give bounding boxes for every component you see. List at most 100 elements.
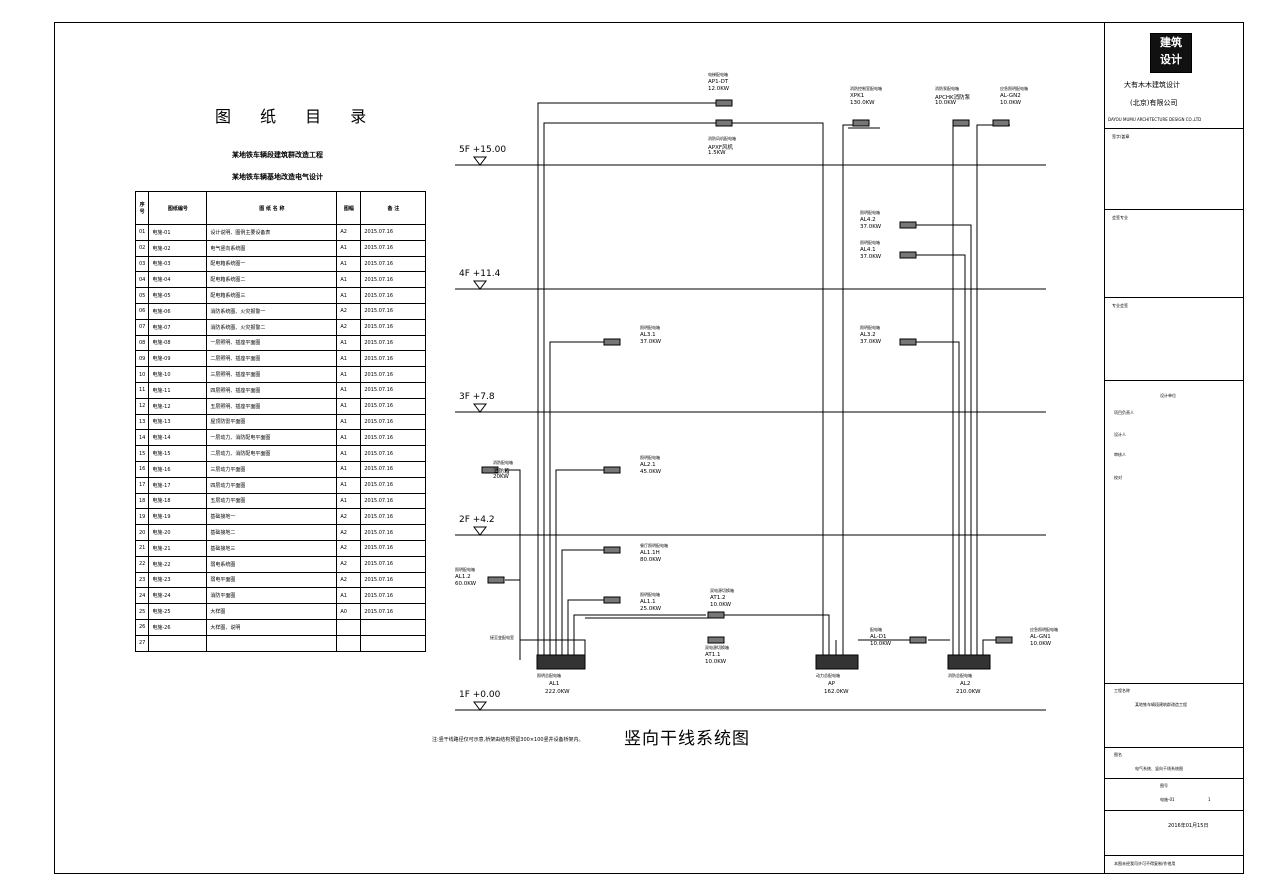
board-name: AL-GN2 (1000, 93, 1021, 99)
breaker-box (852, 119, 870, 127)
main-panel (536, 654, 586, 670)
elevation-marker-icon (473, 701, 487, 711)
board-name: AL2.1 (640, 462, 656, 468)
board-name: AL3.1 (640, 332, 656, 338)
tb-project: 某地铁车辆段建筑群改造工程 (1135, 702, 1187, 707)
board-caption: 应急照明配电箱 (1030, 627, 1058, 632)
board-name: AL4.1 (860, 247, 876, 253)
table-cell: 18 (134, 492, 150, 510)
board-power: 37.0KW (860, 224, 882, 230)
board-caption: 消防控制室配电箱 (850, 86, 882, 91)
index-title: 图 纸 目 录 (215, 107, 379, 126)
breaker-box (715, 99, 733, 107)
main-panel (815, 654, 859, 670)
breaker-box (603, 546, 621, 554)
tb-section-2: 会签专业 (1112, 215, 1128, 220)
breaker-box (992, 119, 1010, 127)
tb-sheet-label: 图名 (1114, 752, 1122, 757)
board-name: AL1.1 (640, 599, 656, 605)
main-panel (947, 654, 991, 670)
col-header-note: 备 注 (360, 191, 427, 225)
board-caption: 照明配电箱 (860, 210, 880, 215)
board-name: AT1.2 (710, 595, 726, 601)
board-power: 37.0KW (860, 254, 882, 260)
board-power: 45.0KW (640, 469, 662, 475)
main-panel-caption: 消防总配电箱 (948, 673, 972, 678)
board-caption: 照明配电箱 (640, 455, 660, 460)
col-header-size: 图幅 (336, 191, 362, 225)
breaker-box (715, 119, 733, 127)
logo-text-top: 建筑 (1160, 36, 1182, 49)
tb-drawing-no-label: 图号 (1160, 783, 1168, 788)
tb-role-3: 审核人 (1114, 452, 1126, 457)
tb-section-1: 签字/盖章 (1112, 134, 1130, 139)
elevation-marker-icon (473, 280, 487, 290)
board-power: 37.0KW (640, 339, 662, 345)
tb-design-unit: 设计单位 (1160, 393, 1176, 398)
board-power: 10.0KW (1000, 100, 1022, 106)
breaker-box (995, 636, 1013, 644)
board-name: 消防箱 (493, 469, 510, 475)
index-project-name: 某地铁车辆段建筑群改造工程 (232, 151, 323, 159)
breaker-box (899, 338, 917, 346)
board-name: AL3.2 (860, 332, 876, 338)
board-power: 10.0KW (1030, 641, 1052, 647)
logo-text-bottom: 设计 (1160, 53, 1182, 66)
tb-role-4: 校对 (1114, 475, 1122, 480)
board-caption: 配电箱 (870, 627, 882, 632)
level-label: 5F +15.00 (459, 145, 507, 155)
breaker-box (603, 596, 621, 604)
breaker-box (707, 636, 725, 644)
table-cell: 27 (134, 634, 150, 652)
breaker-box (481, 466, 499, 474)
table-row: 27 (134, 634, 427, 652)
board-power: 80.0KW (640, 557, 662, 563)
breaker-box (952, 119, 970, 127)
company-name-en: DAYOU MUMU ARCHITECTURE DESIGN CO.,LTD (1108, 117, 1202, 122)
table-cell: 22 (134, 555, 150, 573)
board-power: 12.0KW (708, 86, 730, 92)
breaker-box (603, 338, 621, 346)
breaker-box (909, 636, 927, 644)
board-caption: 照明配电箱 (860, 240, 880, 245)
riser-al1-ap1dt (537, 102, 716, 655)
board-caption: 消防配电箱 (493, 460, 513, 465)
breaker-box (487, 576, 505, 584)
board-name: AT1.1 (705, 652, 721, 658)
elevation-marker-icon (473, 403, 487, 413)
board-caption: 照明配电箱 (640, 325, 660, 330)
board-power: 1.5KW (708, 150, 726, 156)
tb-sheet: 电气系统、竖向干线系统图 (1135, 766, 1183, 771)
drawing-frame (54, 22, 1244, 874)
board-name: AP1-DT (708, 79, 729, 85)
board-name: XPK1 (850, 93, 865, 99)
main-panel-power: 210.0KW (956, 689, 981, 695)
board-name: AL1.2 (455, 574, 471, 580)
breaker-box (899, 221, 917, 229)
title-block (1104, 22, 1244, 874)
board-power: 20KW (493, 474, 509, 480)
tb-version: 1 (1208, 797, 1211, 802)
col-header-no: 序号 (134, 191, 150, 225)
board-name: APCHK消防泵 (935, 95, 971, 101)
elevation-marker-icon (473, 156, 487, 166)
main-panel-power: 222.0KW (545, 689, 570, 695)
tb-footer: 本图未经我司许可不得复制/作他用 (1114, 861, 1176, 866)
board-power: 60.0KW (455, 581, 477, 587)
board-power: 10.0KW (710, 602, 732, 608)
main-panel-caption: 动力总配电箱 (816, 673, 840, 678)
breaker-box (707, 611, 725, 619)
main-panel-name: AL1 (549, 681, 560, 687)
table-cell: 13 (134, 413, 150, 431)
level-label: 4F +11.4 (459, 269, 501, 279)
